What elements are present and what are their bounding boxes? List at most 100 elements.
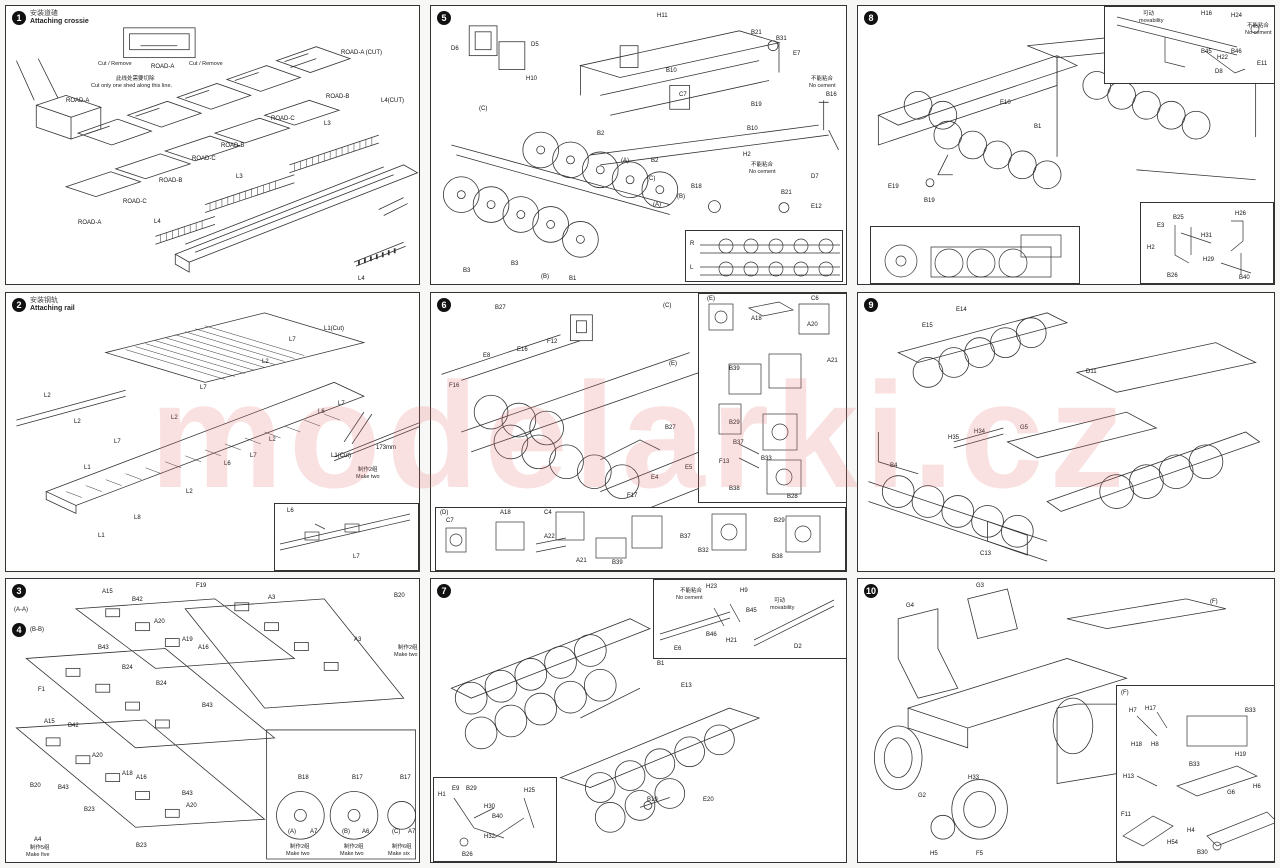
label-road-a: ROAD-A <box>151 64 175 70</box>
label-cut-remove-left: Cut / Remove <box>98 61 132 67</box>
movability-inset: 不能粘合 No cement H23 H9 可动 movability B45 … <box>653 579 846 659</box>
label-b17: B17 <box>400 775 411 781</box>
label-h32: H32 <box>484 834 496 840</box>
label-h11: H11 <box>657 13 668 19</box>
label-b23: B23 <box>84 807 95 813</box>
step-5-panel: R L 5 H11 D6 D5 H10 B21 B31 E7 B10 C7 B1… <box>430 5 847 285</box>
note-make-five-cn: 制作5组 <box>30 845 50 851</box>
gearbox-inset: (E) A18 C6 A20 A21 B39 B29 B37 B33 B38 B… <box>698 293 846 503</box>
step-8-panel: 可动 movability H16 H24 不能粘合 No cement B45… <box>857 5 1275 285</box>
label-e13: E13 <box>681 683 692 689</box>
label-a7: A7 <box>408 829 416 835</box>
note-make-two-cn: 制作2组 <box>398 645 418 651</box>
label-b18: B18 <box>298 775 309 781</box>
step-number: 8 <box>864 11 878 25</box>
label-l2: L2 <box>74 419 81 425</box>
label-b21: B21 <box>751 30 762 36</box>
step-1-panel: 1 安装道碴 Attaching crossie ROAD-A Cut / Re… <box>5 5 420 285</box>
label-b2: B2 <box>597 131 605 137</box>
step-10-panel: (F) H7 H17 B33 H18 H8 H19 H13 B33 G6 H6 … <box>857 578 1275 863</box>
label-b23: B23 <box>136 843 147 849</box>
label-e15: E15 <box>922 323 933 329</box>
label-a3: A3 <box>354 637 362 643</box>
label-h54: H54 <box>1167 840 1179 846</box>
label-road-a-bottom: ROAD-A <box>78 220 102 226</box>
label-g4: G4 <box>906 603 915 609</box>
label-h13: H13 <box>1123 774 1135 780</box>
label-b45: B45 <box>1201 49 1212 55</box>
note-movability-cn: 可动 <box>774 598 786 604</box>
note-make-two: Make two <box>340 851 364 857</box>
label-l6: L6 <box>318 409 325 415</box>
label-l7: L7 <box>338 401 345 407</box>
step-number: 6 <box>437 298 451 312</box>
label-b42: B42 <box>132 597 143 603</box>
label-b46: B46 <box>706 632 717 638</box>
label-d6: D6 <box>451 46 459 52</box>
label-e3: E3 <box>1157 223 1165 229</box>
step-number: 4 <box>12 623 26 637</box>
step-title: 安装道碴 Attaching crossie <box>30 10 89 26</box>
label-b28: B28 <box>787 494 798 500</box>
label-h21: H21 <box>726 638 738 644</box>
label-b1: B1 <box>569 276 577 282</box>
label-b-group: (B) <box>677 194 685 200</box>
label-l2: L2 <box>44 393 51 399</box>
label-d7: D7 <box>811 174 819 180</box>
label-b45: B45 <box>746 608 757 614</box>
step-number: 3 <box>12 584 26 598</box>
label-e8: E8 <box>483 353 491 359</box>
label-b38: B38 <box>772 554 783 560</box>
label-e11: E11 <box>1257 61 1268 67</box>
label-b33: B33 <box>1189 762 1200 768</box>
label-b29: B29 <box>729 420 740 426</box>
label-a20: A20 <box>186 803 197 809</box>
label-l7: L7 <box>250 453 257 459</box>
label-f17: F17 <box>627 493 638 499</box>
step-7-panel: 不能粘合 No cement H23 H9 可动 movability B45 … <box>430 578 847 863</box>
label-l6: L6 <box>287 508 294 514</box>
label-b24: B24 <box>122 665 133 671</box>
label-left: L <box>690 265 694 271</box>
label-b37: B37 <box>733 440 744 446</box>
detail-f-inset: (F) H7 H17 B33 H18 H8 H19 H13 B33 G6 H6 … <box>1116 685 1274 862</box>
label-c-group: (C) <box>663 303 672 309</box>
detail-inset: L6 L7 <box>274 503 419 571</box>
step-5-drawing <box>443 25 839 258</box>
label-f-group: (F) <box>1210 599 1218 605</box>
note-no-cement-cn: 不能粘合 <box>751 162 774 168</box>
label-h18: H18 <box>1131 742 1143 748</box>
label-a21: A21 <box>827 358 838 364</box>
label-b2: B2 <box>651 158 659 164</box>
label-sub-aa: (A-A) <box>14 607 28 613</box>
label-b37: B37 <box>680 534 691 540</box>
label-l8: L8 <box>134 515 141 521</box>
label-road-c: ROAD-C <box>192 156 216 162</box>
label-b1: B1 <box>1034 124 1042 130</box>
label-f13: F13 <box>719 459 730 465</box>
label-road-c: ROAD-C <box>123 199 147 205</box>
label-dimension: 173mm <box>376 445 397 451</box>
label-sub-bb: (B-B) <box>30 627 44 633</box>
label-b40: B40 <box>1239 275 1250 281</box>
step-6-panel: (E) A18 C6 A20 A21 B39 B29 B37 B33 B38 B… <box>430 292 847 572</box>
label-l1-cut: L1(Cut) <box>324 326 345 332</box>
step-title: 安装钢轨 Attaching rail <box>30 297 75 313</box>
label-l7: L7 <box>353 554 360 560</box>
label-f19: F19 <box>196 583 207 589</box>
title-cn: 安装钢轨 <box>30 297 58 304</box>
label-l4-cut: L4(CUT) <box>381 98 405 104</box>
step-10-drawing <box>873 588 1226 840</box>
label-g5: G5 <box>1020 425 1029 431</box>
label-wheel-a: (A) <box>288 829 296 835</box>
label-wheel-c: (C) <box>392 829 401 835</box>
label-a20: A20 <box>92 753 103 759</box>
label-b39: B39 <box>612 560 623 566</box>
note-movability: movability <box>770 605 795 611</box>
label-b3: B3 <box>463 268 471 274</box>
label-l2: L2 <box>269 437 276 443</box>
detail-inset: H1 E9 B29 H30 B40 H25 H32 B26 <box>433 777 557 862</box>
label-c7: C7 <box>446 518 454 524</box>
label-b29: B29 <box>774 518 785 524</box>
label-a20: A20 <box>807 322 818 328</box>
